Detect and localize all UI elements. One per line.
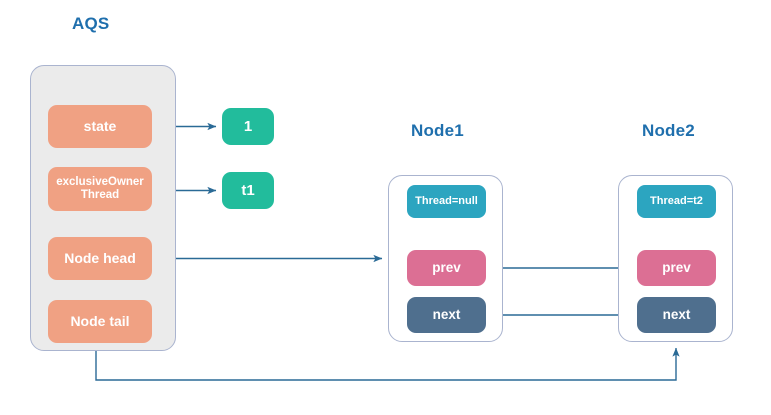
- aqs-field-node-head[interactable]: Node head: [48, 237, 152, 280]
- aqs-field-exclusive-owner-thread[interactable]: exclusiveOwner Thread: [48, 167, 152, 211]
- aqs-field-eot-line2: Thread: [80, 189, 120, 201]
- page-title-aqs: AQS: [72, 14, 110, 33]
- page-title-node1: Node1: [411, 121, 464, 140]
- node1-field-next[interactable]: next: [407, 297, 486, 333]
- node2-field-prev[interactable]: prev: [637, 250, 716, 286]
- value-chip-state[interactable]: 1: [222, 108, 274, 145]
- node1-field-thread[interactable]: Thread=null: [407, 185, 486, 218]
- node1-field-prev[interactable]: prev: [407, 250, 486, 286]
- node2-field-next[interactable]: next: [637, 297, 716, 333]
- aqs-field-node-tail[interactable]: Node tail: [48, 300, 152, 343]
- value-chip-exclusive-owner-thread[interactable]: t1: [222, 172, 274, 209]
- node2-field-thread[interactable]: Thread=t2: [637, 185, 716, 218]
- aqs-field-eot-line1: exclusiveOwner: [56, 175, 144, 188]
- aqs-field-state[interactable]: state: [48, 105, 152, 148]
- page-title-node2: Node2: [642, 121, 695, 140]
- edge-tail-to-node2: [95, 343, 680, 381]
